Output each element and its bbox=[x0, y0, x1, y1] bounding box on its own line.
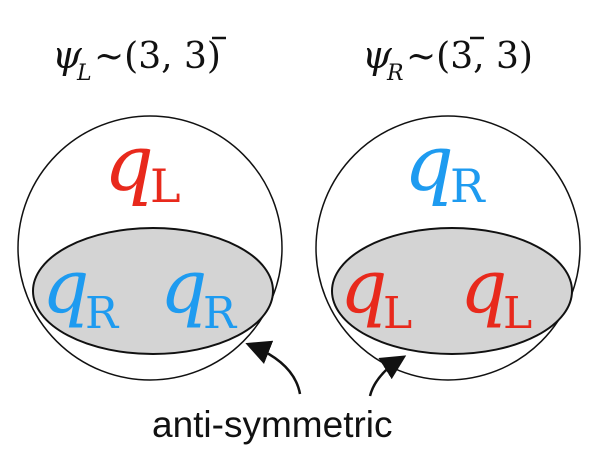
inner-quark-label-2: q R bbox=[160, 244, 238, 339]
chirality-subscript: R bbox=[203, 288, 238, 339]
right-particle: q R q L q L bbox=[315, 115, 581, 381]
chirality-subscript: L bbox=[503, 288, 532, 339]
quark-symbol: q bbox=[340, 244, 387, 330]
arrow-to-left-ellipse bbox=[245, 340, 302, 395]
inner-quark-label-2: q L bbox=[460, 244, 532, 339]
psi-symbol: ψ bbox=[362, 33, 393, 77]
representation-right: ~(3, 3) bbox=[406, 36, 533, 77]
antisymmetric-ellipse bbox=[32, 227, 274, 355]
antisymmetric-label: anti-symmetric bbox=[152, 404, 393, 445]
quark-symbol: q bbox=[42, 244, 89, 330]
representation-left: ~(3, 3) bbox=[94, 36, 221, 77]
quark-symbol: q bbox=[460, 244, 507, 330]
arrow-to-right-ellipse bbox=[368, 355, 407, 397]
quark-symbol: q bbox=[404, 119, 454, 209]
chirality-subscript: L bbox=[383, 288, 412, 339]
inner-quark-label-1: q L bbox=[340, 244, 412, 339]
chirality-subscript: L bbox=[150, 159, 181, 213]
subscript-l: L bbox=[76, 61, 92, 86]
header-left-formula: ψ L ~(3, 3) bbox=[52, 33, 226, 86]
quark-symbol: q bbox=[104, 119, 154, 209]
inner-quark-label-1: q R bbox=[42, 244, 120, 339]
left-particle: q L q R q R bbox=[17, 115, 283, 381]
quark-symbol: q bbox=[160, 244, 207, 330]
chirality-subscript: R bbox=[85, 288, 120, 339]
chirality-subscript: R bbox=[450, 159, 486, 213]
top-quark-label: q L bbox=[104, 119, 181, 213]
antisymmetric-ellipse bbox=[331, 227, 573, 355]
header-right-formula: ψ R ~(3, 3) bbox=[362, 33, 533, 86]
top-quark-label: q R bbox=[404, 119, 486, 213]
subscript-r: R bbox=[386, 61, 404, 86]
psi-symbol: ψ bbox=[52, 33, 83, 77]
